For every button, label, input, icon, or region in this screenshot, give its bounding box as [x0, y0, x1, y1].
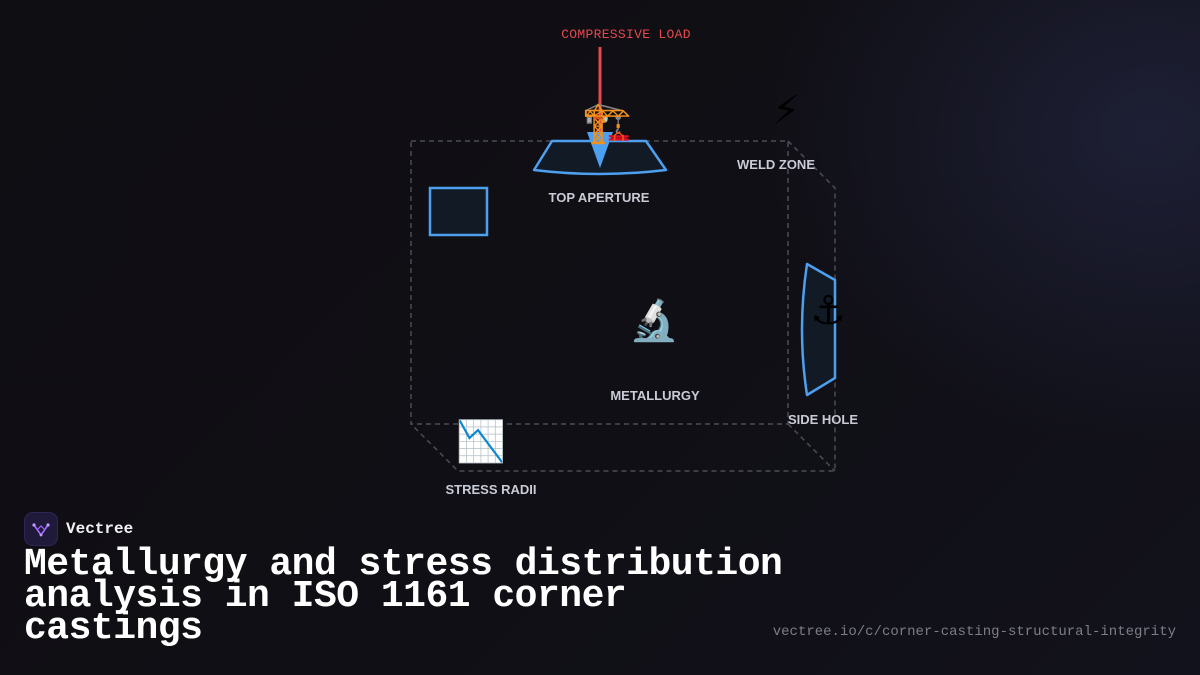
casting-front-face	[410, 140, 789, 425]
microscope-icon: 🔬	[629, 296, 679, 344]
construction-crane-icon: 🏗️	[582, 100, 632, 146]
front-aperture-outline	[428, 186, 489, 237]
page-title: Metallurgy and stress distribution analy…	[24, 543, 783, 650]
vectree-logo-icon	[24, 512, 58, 546]
chart-decreasing-icon: 📉	[456, 418, 506, 465]
load-arrow-head	[587, 132, 613, 168]
anchor-icon: ⚓	[810, 288, 846, 334]
page-url[interactable]: vectree.io/c/corner-casting-structural-i…	[772, 624, 1176, 640]
top-aperture-label: TOP APERTURE	[549, 190, 650, 205]
casting-depth-edges	[410, 140, 836, 472]
weld-zone-label: WELD ZONE	[737, 157, 815, 172]
brand[interactable]: Vectree	[24, 512, 133, 546]
stress-radii-label: STRESS RADII	[445, 482, 536, 497]
side-hole-outline	[800, 262, 837, 397]
compressive-load-label: COMPRESSIVE LOAD	[561, 27, 691, 42]
casting-depth-edge-bottom-right	[787, 423, 836, 472]
metallurgy-label: METALLURGY	[610, 388, 700, 403]
lightning-bolt-icon: ⚡	[772, 88, 800, 134]
brand-name: Vectree	[66, 520, 134, 538]
casting-wireframe	[410, 140, 836, 472]
side-hole-label: SIDE HOLE	[788, 412, 858, 427]
